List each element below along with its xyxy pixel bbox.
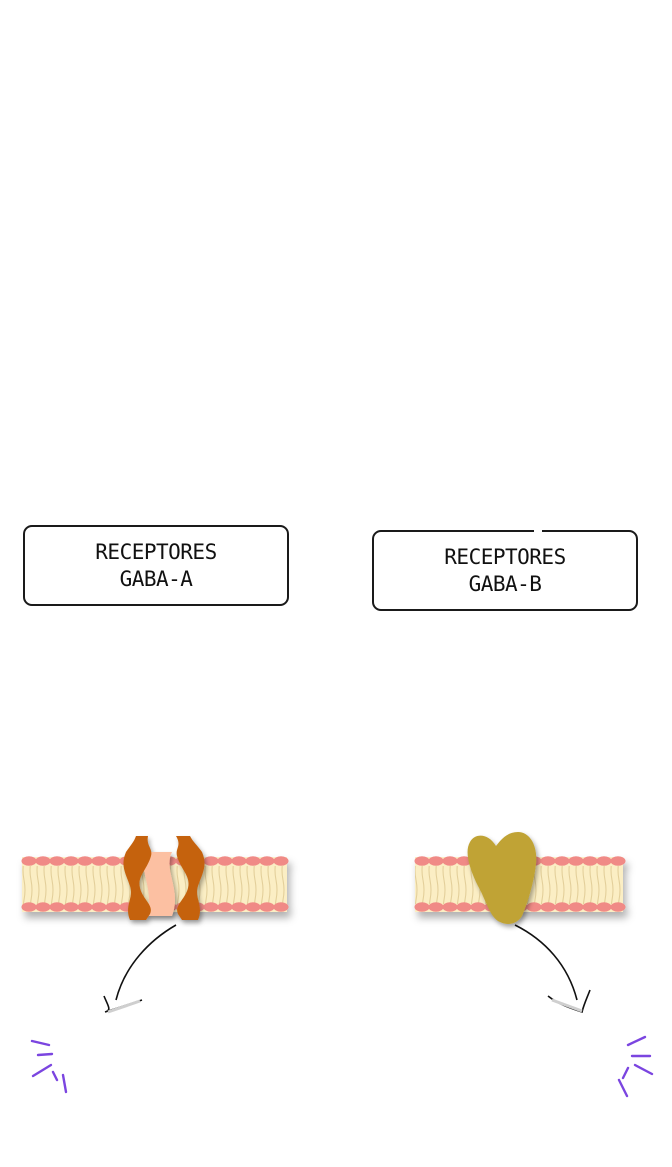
receptor-b-label-box: RECEPTORES GABA-B: [372, 529, 638, 611]
lipid-head: [63, 856, 79, 866]
lipid-head: [231, 902, 247, 912]
lipid-head: [77, 902, 93, 912]
lipid-head: [610, 856, 626, 866]
gaba-a-channel-icon: [123, 836, 205, 920]
lipid-head: [554, 902, 570, 912]
lipid-head: [77, 856, 93, 866]
lipid-head: [105, 856, 121, 866]
lipid-head: [91, 902, 107, 912]
lipid-head: [245, 856, 261, 866]
burst-icon: [30, 1039, 68, 1094]
lipid-head: [203, 856, 219, 866]
lipid-head: [217, 902, 233, 912]
lipid-head: [568, 902, 584, 912]
lipid-head: [35, 856, 51, 866]
lipid-head: [273, 902, 289, 912]
lipid-head: [21, 856, 37, 866]
lipid-head: [49, 856, 65, 866]
lipid-head: [568, 856, 584, 866]
lipid-head: [63, 902, 79, 912]
lipid-head: [554, 856, 570, 866]
lipid-head: [259, 902, 275, 912]
box-border-gap: [534, 529, 542, 534]
lipid-head: [442, 902, 458, 912]
burst-icon: [617, 1035, 654, 1098]
receptor-a-line2: GABA-A: [119, 566, 193, 591]
lipid-head: [442, 856, 458, 866]
lipid-head: [91, 856, 107, 866]
lipid-head: [259, 856, 275, 866]
lipid-head: [582, 902, 598, 912]
receptor-a-label-box: RECEPTORES GABA-A: [23, 525, 289, 606]
receptor-b-line1: RECEPTORES: [444, 544, 566, 569]
arrow-icon: [103, 924, 177, 1014]
lipid-head: [273, 856, 289, 866]
lipid-head: [456, 902, 472, 912]
lipid-head: [414, 856, 430, 866]
lipid-head: [428, 902, 444, 912]
lipid-head: [540, 902, 556, 912]
lipid-head: [105, 902, 121, 912]
receptor-b-line2: GABA-B: [468, 571, 542, 596]
lipid-head: [456, 856, 472, 866]
gaba-b-receptor-icon: [467, 832, 537, 924]
lipid-head: [217, 856, 233, 866]
arrow-icon: [514, 924, 591, 1014]
receptor-a-line1: RECEPTORES: [95, 539, 217, 564]
lipid-head: [414, 902, 430, 912]
lipid-head: [540, 856, 556, 866]
lipid-head: [21, 902, 37, 912]
lipid-head: [526, 902, 542, 912]
lipid-head: [470, 902, 486, 912]
lipid-head: [35, 902, 51, 912]
lipid-head: [596, 902, 612, 912]
lipid-head: [596, 856, 612, 866]
lipid-head: [231, 856, 247, 866]
lipid-head: [203, 902, 219, 912]
lipid-head: [49, 902, 65, 912]
lipid-head: [428, 856, 444, 866]
lipid-head: [582, 856, 598, 866]
lipid-head: [610, 902, 626, 912]
lipid-head: [245, 902, 261, 912]
